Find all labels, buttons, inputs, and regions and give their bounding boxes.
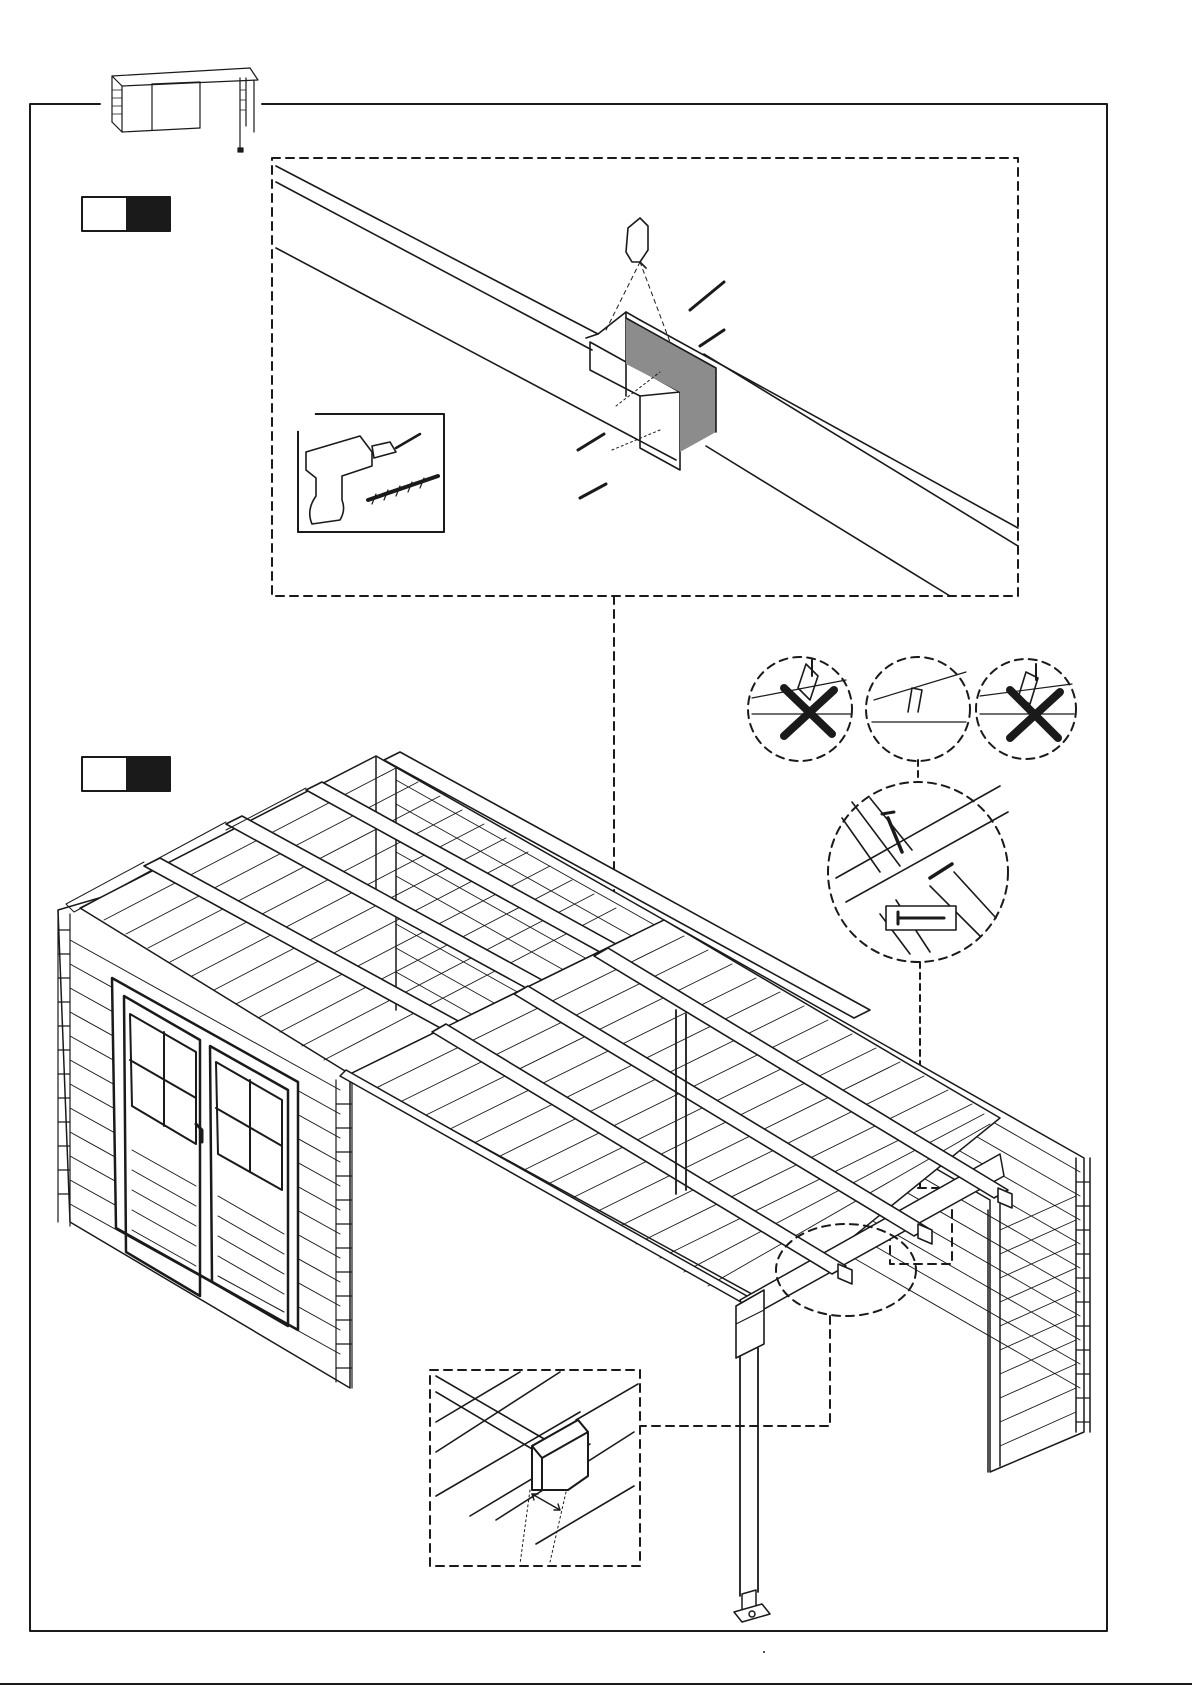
carport-shed-thumbnail-icon: [108, 68, 258, 156]
drill-icon: [298, 414, 444, 532]
page-mark: [763, 1651, 765, 1653]
detail-connector-bottom: [640, 1316, 830, 1426]
nail-detail: [828, 760, 1008, 962]
step-badge-top: [82, 197, 170, 231]
wrong-angle-cross-icon: [748, 657, 852, 761]
magnifier-detail-icon: [606, 218, 670, 342]
beam-end-detail: [430, 1370, 640, 1566]
beam-joint-detail: [272, 158, 1018, 596]
correct-angle-icon: [866, 657, 970, 761]
wrong-angle-cross-icon-2: [976, 659, 1076, 759]
step-badge-middle: [82, 757, 170, 791]
